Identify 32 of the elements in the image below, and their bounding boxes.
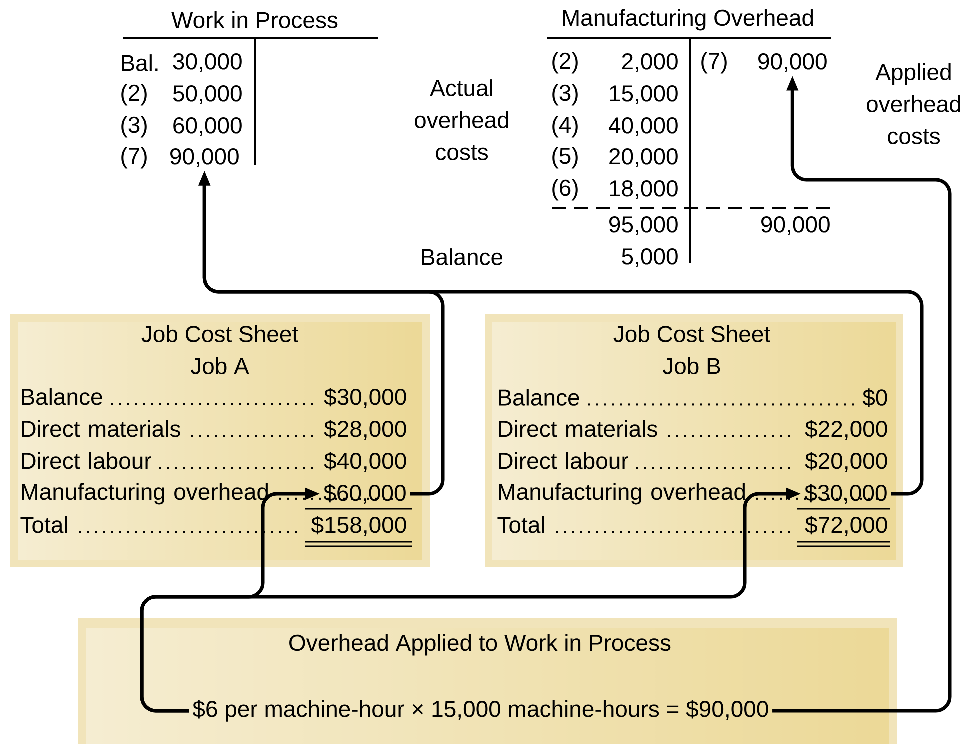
node-label: Balance: [499, 389, 580, 406]
amount-text: $30,000: [804, 484, 887, 504]
cost-line: Direct labour $20,000: [499, 452, 888, 472]
node-label: $30,000: [324, 388, 406, 408]
amount-text: 90,000: [758, 54, 827, 72]
node-label: $72,000: [805, 516, 888, 536]
cost-line: Balance $0: [499, 388, 888, 408]
cost-line: Total $158,000: [20, 516, 406, 536]
cost-line: Direct materials $28,000: [22, 420, 406, 440]
node-label: Balance: [22, 388, 102, 406]
cost-line: Direct labour $40,000: [22, 452, 406, 472]
amount-text: $60,000: [324, 484, 406, 504]
annotation-text: Balance: [422, 248, 503, 266]
cost-line: Balance $30,000: [22, 388, 406, 408]
node-label: $158,000: [312, 516, 406, 536]
node-label: Total: [20, 516, 68, 534]
node-label: Total: [498, 516, 544, 534]
node-label: $22,000: [805, 420, 888, 440]
annotation-text: Actual overhead costs: [415, 80, 508, 160]
node-label: $28,000: [324, 420, 406, 440]
cost-line: Direct materials $22,000: [499, 420, 888, 440]
node-label: Direct labour: [499, 452, 628, 470]
node-label: $20,000: [805, 452, 888, 472]
node-label: $40,000: [324, 452, 406, 472]
node-label: Direct labour: [22, 452, 152, 470]
cost-line: Total $72,000: [498, 516, 888, 536]
formula-text: $6 per machine-hour × 15,000 machine-hours = $90,000: [192, 700, 768, 722]
amount-text: 90,000: [170, 148, 239, 168]
annotation-text: Applied overhead costs: [867, 64, 960, 144]
node-label: Direct materials: [499, 420, 658, 438]
node-label: $0: [862, 388, 888, 408]
node-label: Direct materials: [22, 420, 180, 438]
